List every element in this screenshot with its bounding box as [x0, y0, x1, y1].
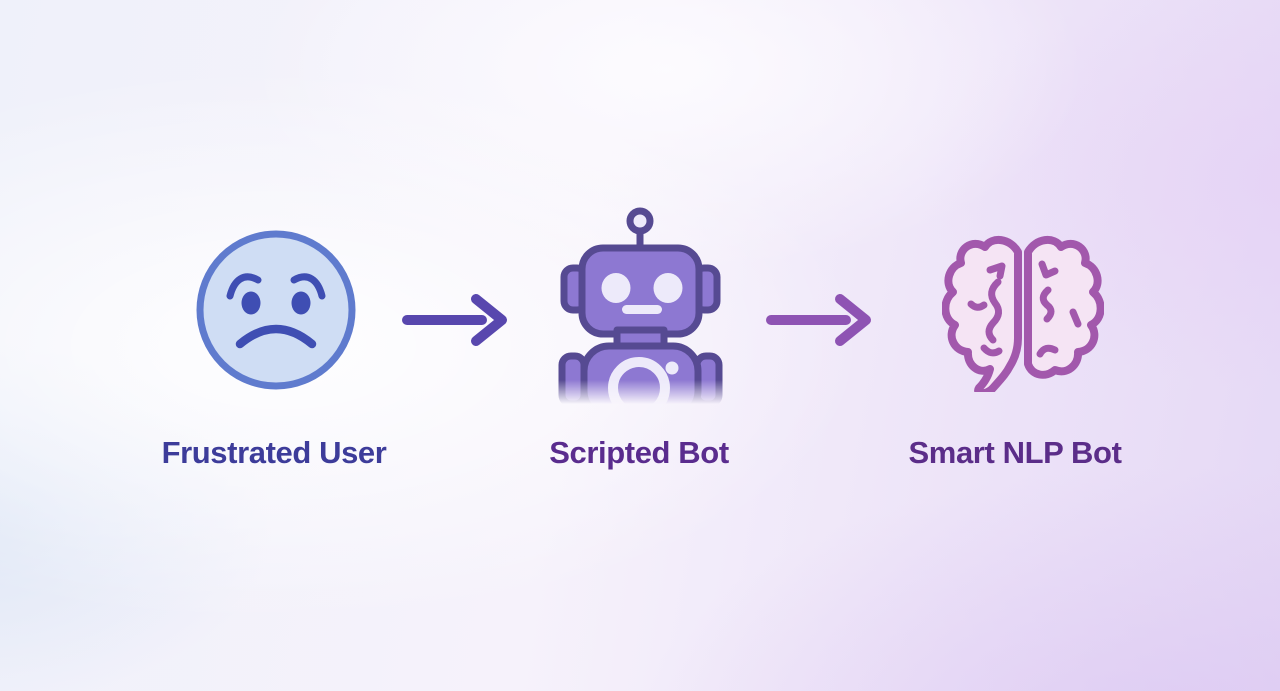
step-label-scripted-bot: Scripted Bot [549, 435, 729, 470]
arrow-right-icon [766, 294, 871, 346]
step-label-frustrated-user: Frustrated User [161, 435, 387, 470]
step-label-smart-nlp-bot: Smart NLP Bot [908, 435, 1122, 470]
arrow-right-icon [402, 294, 507, 346]
brain-icon [942, 236, 1104, 392]
frustrated-face-icon [196, 230, 356, 390]
robot-icon [558, 207, 723, 404]
